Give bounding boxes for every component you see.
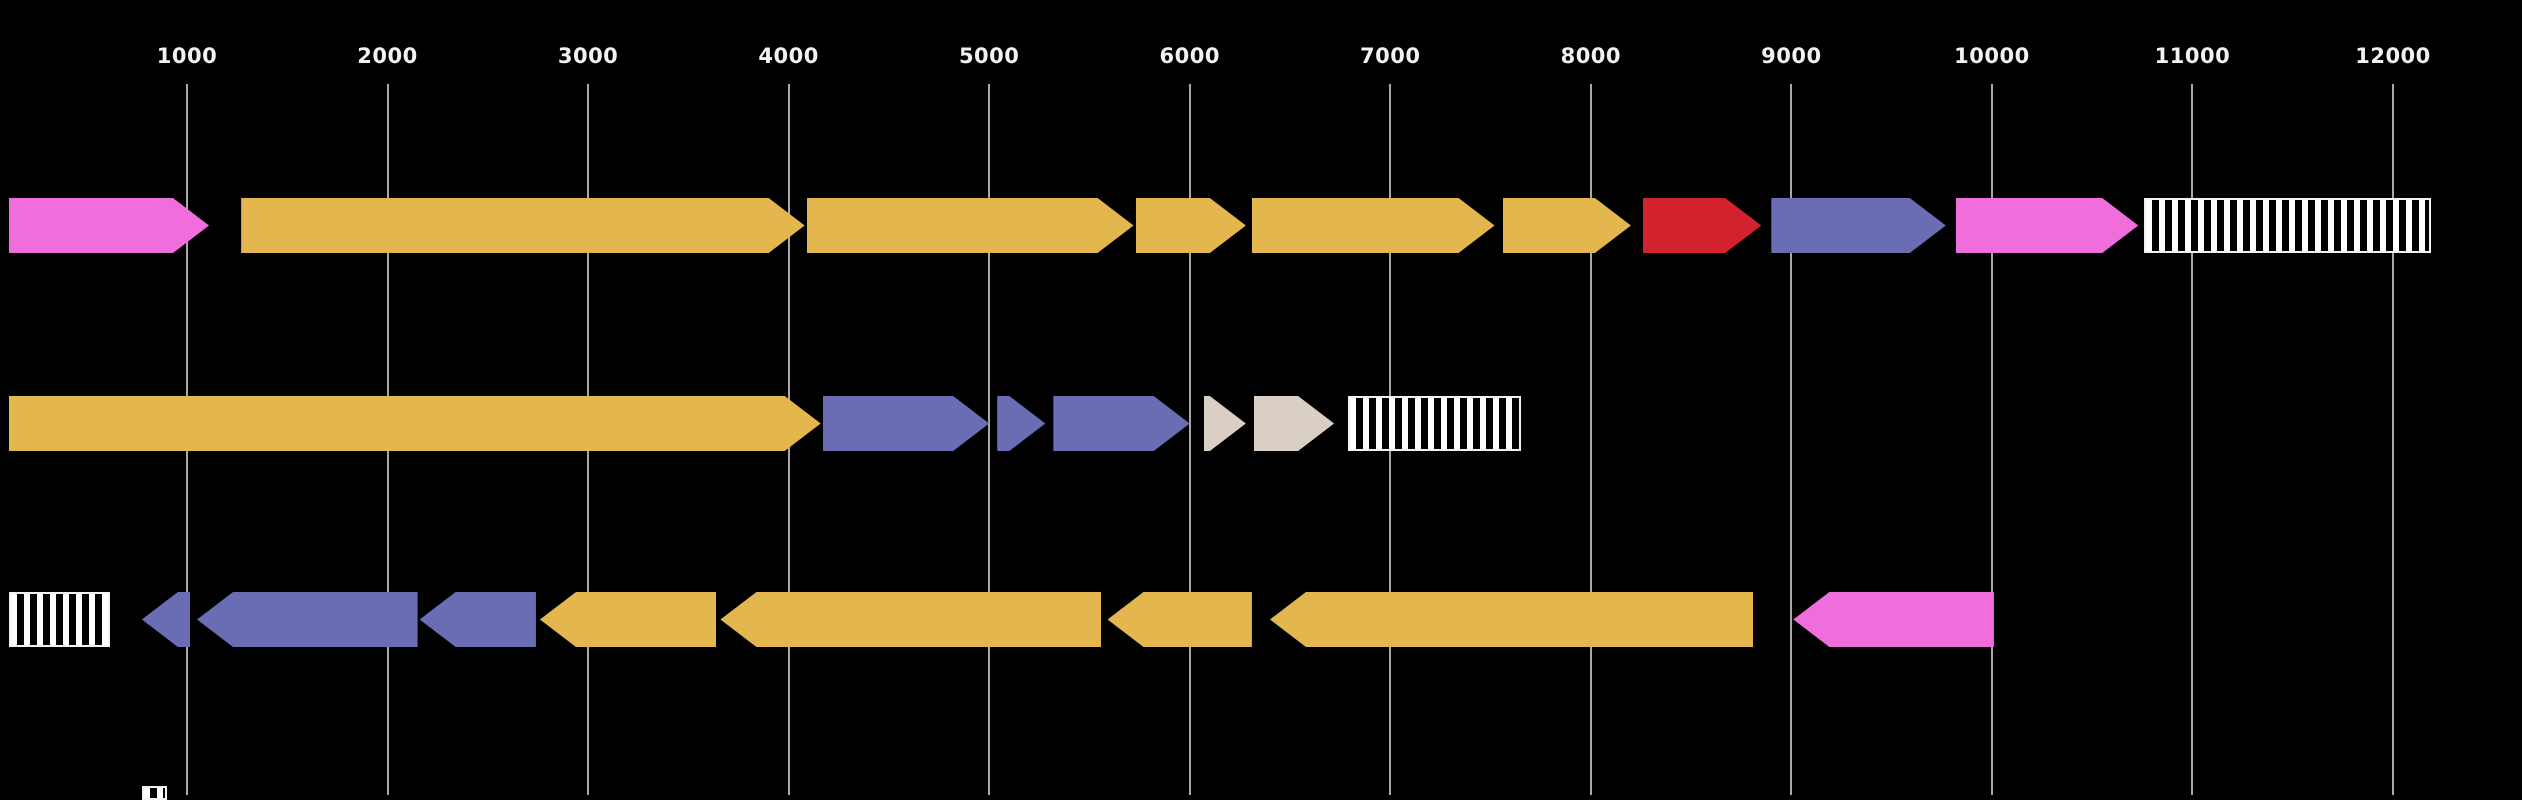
- gene-arrow-forward: [822, 396, 990, 451]
- axis-tick-label: 12000: [2355, 44, 2431, 68]
- axis-gridline: [988, 84, 991, 795]
- gene-arrow-forward: [1203, 396, 1246, 451]
- gene-arrow-reverse: [720, 592, 1102, 647]
- axis-tick-label: 1000: [156, 44, 218, 68]
- gene-arrow-forward: [1053, 396, 1190, 451]
- axis-tick-label: 4000: [758, 44, 819, 68]
- gene-arrow-reverse: [141, 592, 190, 647]
- gene-arrow-forward: [1642, 198, 1762, 253]
- axis-tick-label: 6000: [1159, 44, 1220, 68]
- axis-tick-label: 3000: [557, 44, 619, 68]
- axis-gridline: [1589, 84, 1592, 795]
- gene-arrow-forward: [997, 396, 1046, 451]
- gene-arrow-forward: [241, 198, 805, 253]
- gene-arrow-forward: [806, 198, 1134, 253]
- gene-arrow-reverse: [1107, 592, 1252, 647]
- axis-tick-label: 2000: [357, 44, 418, 68]
- gene-arrow-reverse: [197, 592, 418, 647]
- striped-feature-partial: [141, 786, 167, 800]
- striped-feature: [8, 592, 110, 647]
- gene-arrow-forward: [1135, 198, 1246, 253]
- gene-arrow-reverse: [539, 592, 717, 647]
- axis-gridline: [1990, 84, 1993, 795]
- axis-gridline: [1790, 84, 1793, 795]
- gene-arrow-reverse: [1793, 592, 1994, 647]
- gene-arrow-reverse: [1269, 592, 1754, 647]
- axis-tick-label: 10000: [1954, 44, 2030, 68]
- gene-arrow-forward: [1251, 198, 1495, 253]
- axis-tick-label: 5000: [958, 44, 1020, 68]
- gene-arrow-forward: [1771, 198, 1946, 253]
- gene-arrow-forward: [8, 198, 209, 253]
- axis-tick-label: 8000: [1560, 44, 1622, 68]
- striped-feature: [1348, 396, 1521, 451]
- axis-tick-label: 11000: [2154, 44, 2231, 68]
- gene-arrow-forward: [1955, 198, 2139, 253]
- axis-gridline: [2191, 84, 2194, 795]
- gene-arrow-forward: [1253, 396, 1335, 451]
- striped-feature: [2144, 198, 2432, 253]
- axis-gridline: [1188, 84, 1191, 795]
- axis-gridline: [2392, 84, 2394, 795]
- gene-arrow-forward: [8, 396, 821, 451]
- axis-tick-label: 9000: [1761, 44, 1822, 68]
- axis-tick-label: 7000: [1360, 44, 1421, 68]
- gene-arrow-forward: [1502, 198, 1631, 253]
- gene-arrow-reverse: [419, 592, 536, 647]
